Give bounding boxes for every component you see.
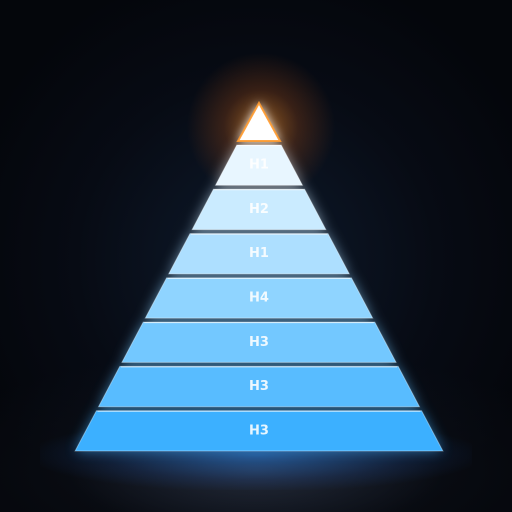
pyramid-tier-label: H1 — [249, 246, 269, 261]
pyramid-tier-label: H2 — [249, 202, 269, 217]
pyramid-tier-label: H4 — [249, 291, 269, 306]
pyramid-apex-outline — [236, 100, 282, 142]
pyramid-tier-label: H1 — [249, 158, 269, 173]
pyramid-apex — [238, 103, 280, 141]
pyramid-tier-label: H3 — [249, 335, 269, 350]
pyramid-tier-label: H3 — [249, 423, 269, 438]
pyramid-tier-label: H3 — [249, 379, 269, 394]
